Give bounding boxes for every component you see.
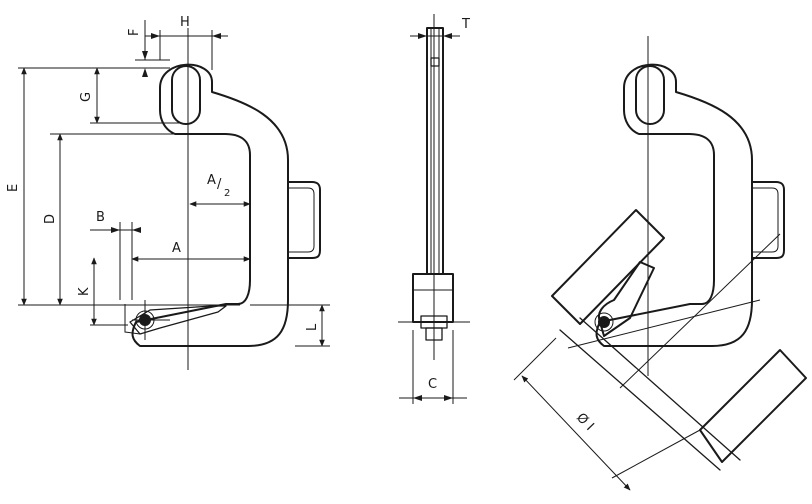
dim-label-a-half-num: A — [207, 173, 216, 188]
clamp-body-outline — [131, 63, 289, 347]
dim-label-a-half-slash: / — [217, 177, 222, 192]
dim-label-g: G — [79, 92, 94, 102]
front-view: H F G E D A / 2 B A K L — [6, 15, 330, 370]
dim-label-a-half-den: 2 — [224, 188, 230, 199]
handle — [288, 181, 321, 259]
side-jaw-block — [412, 273, 454, 323]
dim-label-l: L — [305, 323, 320, 331]
side-view: T C — [398, 14, 470, 404]
tilted-view: Ø I — [513, 36, 807, 491]
dim-label-k: K — [77, 287, 92, 296]
dim-label-a: A — [172, 241, 181, 256]
dim-label-t: T — [461, 17, 470, 32]
dim-label-d: D — [43, 214, 58, 224]
dim-label-f: F — [127, 29, 142, 36]
dim-label-h: H — [180, 15, 190, 30]
tilted-clamp-body — [595, 63, 753, 347]
plate-section-upper — [551, 209, 665, 325]
eye-slot — [171, 65, 201, 125]
cam-jaw — [129, 305, 227, 335]
dim-label-b: B — [96, 210, 105, 225]
dim-label-e: E — [6, 184, 21, 192]
dim-label-c: C — [428, 377, 437, 392]
dim-label-diameter: Ø I — [573, 410, 596, 434]
plate-section-lower — [699, 349, 807, 463]
